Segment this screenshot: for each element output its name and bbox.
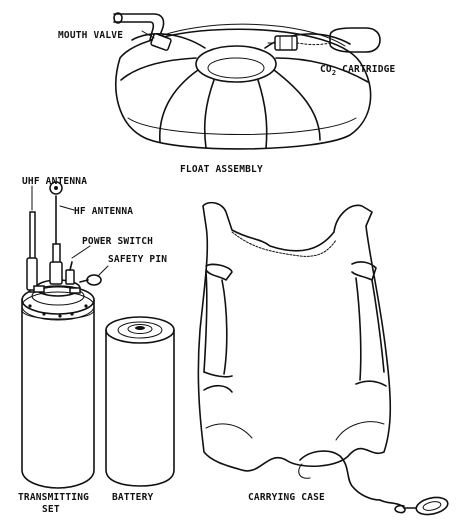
power-switch-leader: [71, 245, 91, 259]
transmitting-set-label-line1: TRANSMITTING: [18, 492, 89, 503]
co2-cartridge-label: CO2 CARTRIDGE: [320, 64, 396, 77]
battery-illustration: [105, 316, 175, 487]
carrying-case-illustration: [197, 201, 449, 516]
safety-pin-leader: [97, 265, 109, 277]
co2-cartridge-icon: [267, 27, 381, 53]
hf-antenna-leader: [59, 205, 75, 211]
mouth-valve-icon: [113, 12, 172, 51]
power-switch-label: POWER SWITCH: [82, 236, 153, 247]
uhf-antenna-label: UHF ANTENNA: [22, 176, 87, 187]
battery-label: BATTERY: [112, 492, 154, 503]
transmitting-set-illustration: [21, 181, 102, 489]
carrying-case-label: CARRYING CASE: [248, 492, 325, 503]
hf-antenna-label: HF ANTENNA: [74, 206, 133, 217]
safety-pin-label: SAFETY PIN: [108, 254, 167, 265]
mouth-valve-leader: [141, 30, 155, 39]
float-assembly-illustration: [115, 23, 372, 150]
mouth-valve-label: MOUTH VALVE: [58, 30, 123, 41]
transmitting-set-label-line2: SET: [42, 504, 60, 515]
float-assembly-label: FLOAT ASSEMBLY: [180, 164, 263, 175]
